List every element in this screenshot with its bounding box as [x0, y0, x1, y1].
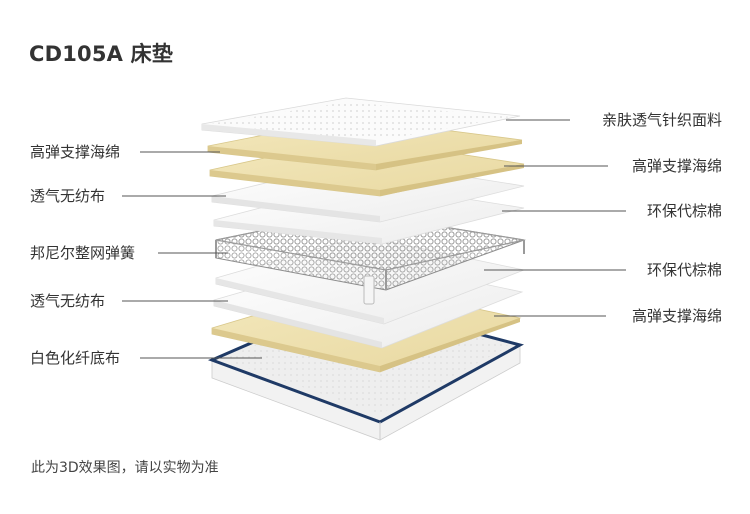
- callout-left-nonwoven-upper: 透气无纺布: [30, 187, 106, 205]
- callout-right-foam-lower: 高弹支撑海绵: [631, 307, 722, 325]
- right-leader-lines: [484, 119, 626, 317]
- callout-right-palm-lower: 环保代棕棉: [646, 261, 722, 279]
- callout-right-foam-upper: 高弹支撑海绵: [631, 157, 722, 175]
- callout-right-knit-fabric: 亲肤透气针织面料: [601, 111, 722, 129]
- callout-right-palm-upper: 环保代棕棉: [646, 202, 722, 220]
- top-knit-layer: [201, 97, 521, 147]
- callout-left-base-fabric: 白色化纤底布: [30, 349, 121, 367]
- callout-left-foam: 高弹支撑海绵: [30, 143, 121, 161]
- callout-left-nonwoven-lower: 透气无纺布: [30, 292, 106, 310]
- page-title: CD105A 床垫: [29, 42, 174, 66]
- left-leader-lines: [122, 151, 262, 359]
- disclaimer-note: 此为3D效果图，请以实物为准: [31, 460, 219, 476]
- callout-left-spring: 邦尼尔整网弹簧: [30, 244, 136, 262]
